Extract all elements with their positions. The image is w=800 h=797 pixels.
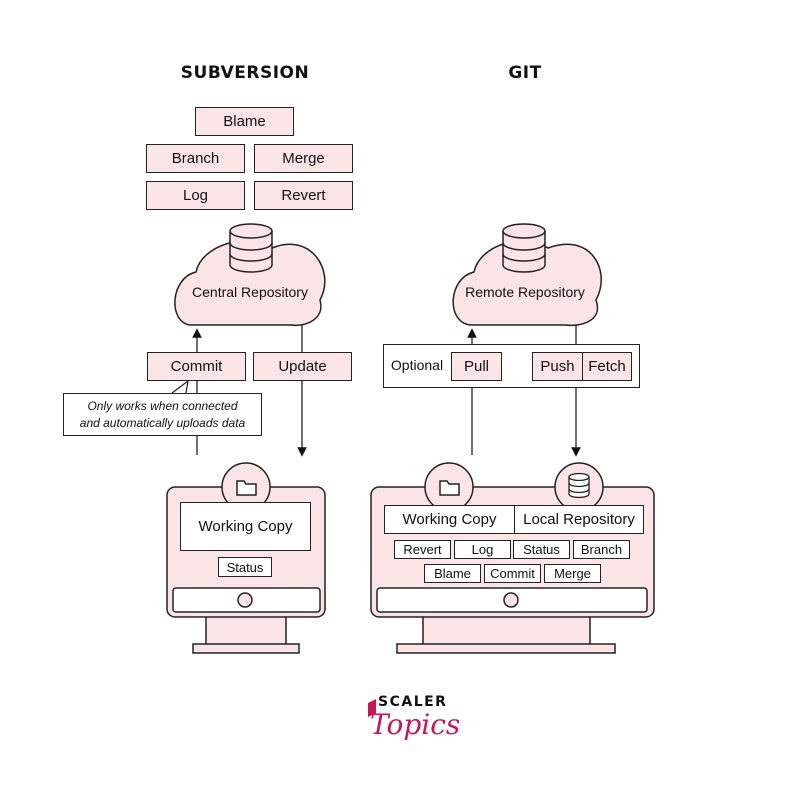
svn-log-box: Log — [146, 181, 245, 210]
git-pull-box: Pull — [451, 352, 502, 381]
git-commit-box: Commit — [484, 564, 541, 583]
git-working-copy: Working Copy — [384, 505, 515, 534]
svn-branch-box: Branch — [146, 144, 245, 173]
commit-note: Only works when connected and automatica… — [63, 393, 262, 436]
folder-icon — [236, 480, 257, 496]
remote-repository-label: Remote Repository — [465, 284, 585, 300]
optional-label: Optional — [390, 357, 444, 373]
git-branch-box: Branch — [573, 540, 630, 559]
central-repository-label: Central Repository — [192, 284, 308, 300]
svn-commit-box: Commit — [147, 352, 246, 381]
note-line-1: Only works when connected — [87, 399, 238, 413]
svn-working-copy: Working Copy — [180, 502, 311, 551]
git-title: GIT — [508, 63, 542, 83]
note-callout-tail — [171, 379, 189, 394]
git-blame-box: Blame — [424, 564, 481, 583]
remote-repository-cloud — [452, 240, 602, 327]
git-fetch-box: Fetch — [582, 352, 632, 381]
git-local-repository: Local Repository — [514, 505, 644, 534]
svn-merge-box: Merge — [254, 144, 353, 173]
brand-scaler: SCALER — [378, 694, 448, 710]
svn-blame-box: Blame — [195, 107, 294, 136]
svn-update-box: Update — [253, 352, 352, 381]
git-merge-box: Merge — [544, 564, 601, 583]
database-icon — [568, 472, 590, 499]
note-line-2: and automatically uploads data — [79, 416, 246, 430]
git-status-box: Status — [513, 540, 570, 559]
scaler-logo-mark — [368, 699, 376, 717]
git-push-box: Push — [532, 352, 583, 381]
folder-icon — [439, 480, 460, 496]
database-icon — [229, 223, 273, 273]
git-revert-box: Revert — [394, 540, 451, 559]
svn-revert-box: Revert — [254, 181, 353, 210]
svn-status-box: Status — [218, 557, 272, 577]
database-icon — [502, 223, 546, 273]
svn-title: SUBVERSION — [180, 63, 310, 83]
brand-topics: Topics — [370, 708, 461, 741]
git-log-box: Log — [454, 540, 511, 559]
